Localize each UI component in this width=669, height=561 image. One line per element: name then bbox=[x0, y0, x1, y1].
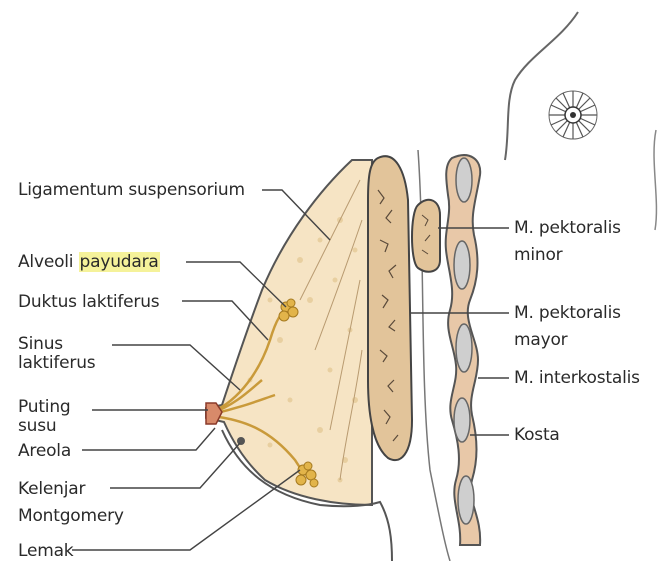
label-kelenjar-montgomery-2: Montgomery bbox=[18, 506, 124, 526]
montgomery-gland bbox=[237, 437, 245, 445]
label-areola: Areola bbox=[18, 441, 71, 461]
label-sinus-laktiferus-1: Sinus bbox=[18, 334, 63, 354]
label-alveoli-prefix: Alveoli bbox=[18, 252, 79, 272]
label-ligamentum-suspensorium: Ligamentum suspensorium bbox=[18, 180, 245, 200]
pectoralis-minor bbox=[412, 200, 440, 272]
label-lemak: Lemak bbox=[18, 541, 73, 561]
label-pektoralis-mayor-1: M. pektoralis bbox=[514, 303, 621, 323]
label-alveoli-payudara: Alveoli payudara bbox=[18, 252, 160, 272]
label-duktus-laktiferus: Duktus laktiferus bbox=[18, 292, 159, 312]
pectoralis-major bbox=[368, 156, 412, 460]
label-puting-susu-2: susu bbox=[18, 416, 56, 436]
label-alveoli-highlight: payudara bbox=[79, 252, 160, 272]
label-interkostalis: M. interkostalis bbox=[514, 368, 640, 388]
label-sinus-laktiferus-2: laktiferus bbox=[18, 353, 95, 373]
label-puting-susu-1: Puting bbox=[18, 397, 70, 417]
label-kosta: Kosta bbox=[514, 425, 560, 445]
label-kelenjar-montgomery-1: Kelenjar bbox=[18, 479, 85, 499]
label-pektoralis-minor-1: M. pektoralis bbox=[514, 218, 621, 238]
label-pektoralis-mayor-2: mayor bbox=[514, 330, 567, 350]
shoulder-contour bbox=[654, 130, 656, 230]
label-pektoralis-minor-2: minor bbox=[514, 245, 562, 265]
nipple-detail-icon bbox=[549, 91, 597, 139]
